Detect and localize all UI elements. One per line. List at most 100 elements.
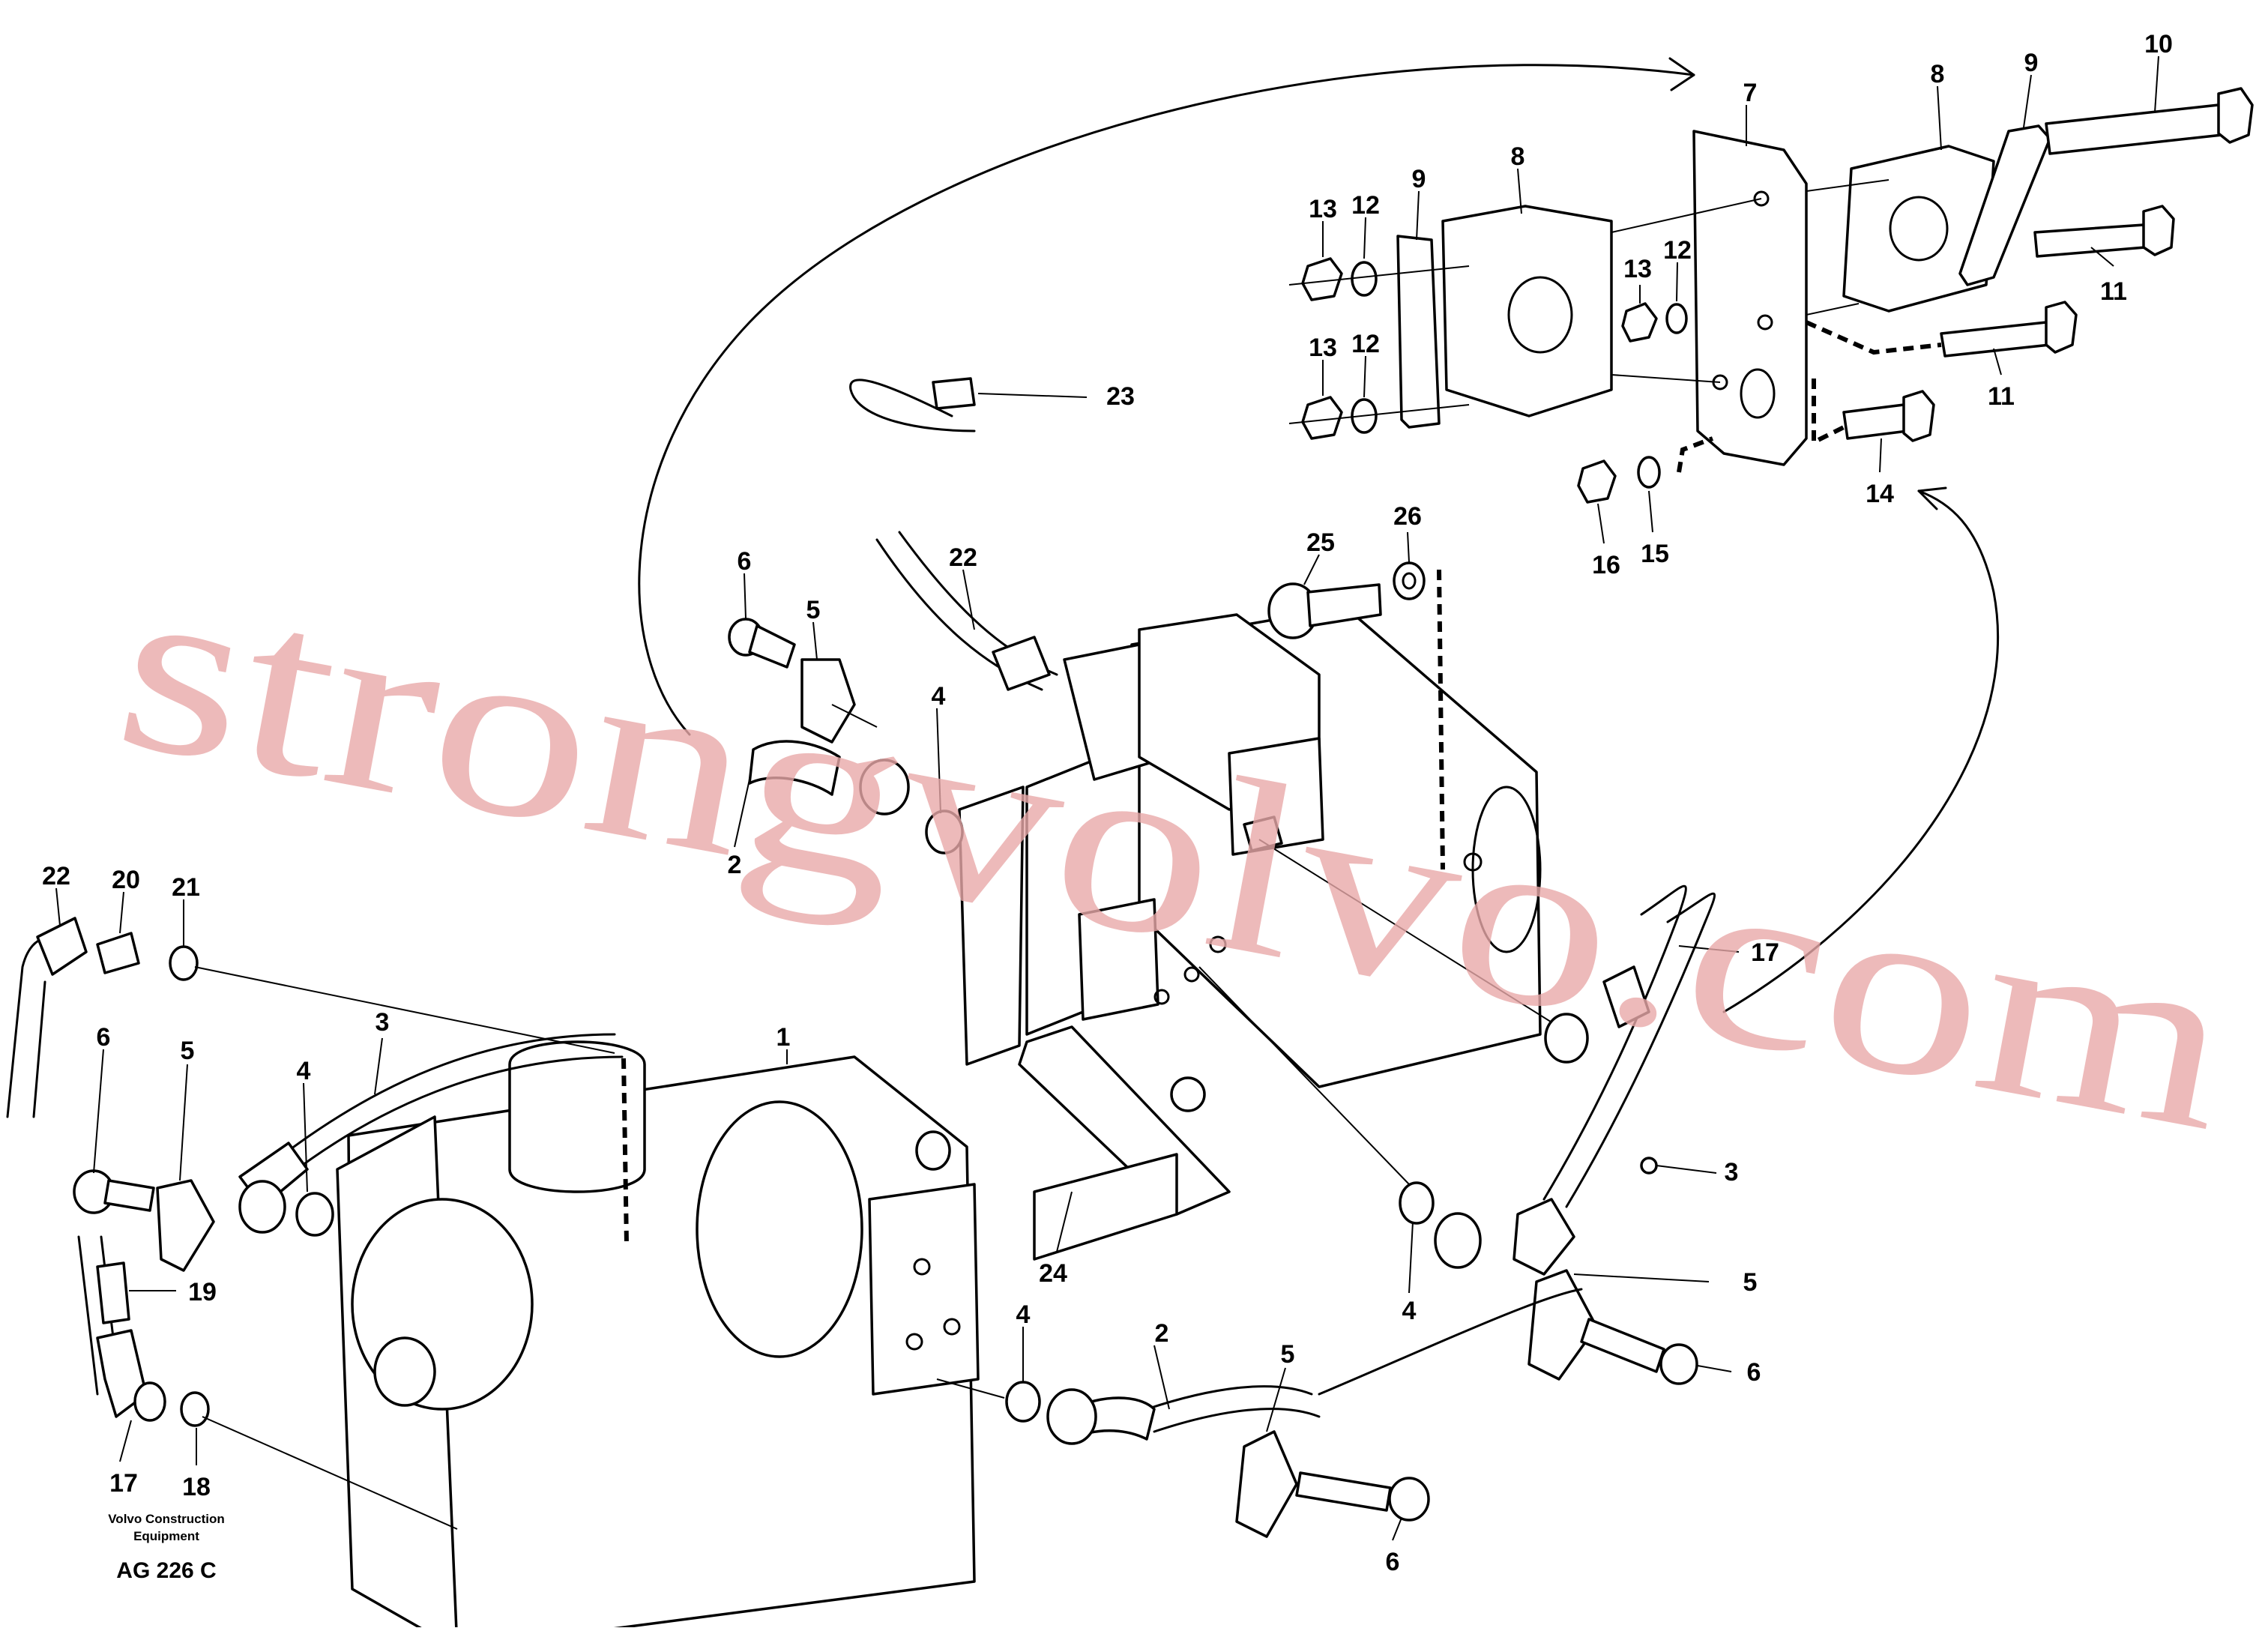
flange-fitting [238, 1180, 286, 1234]
tie-strap [849, 379, 976, 432]
label-part-1: 1 [776, 1023, 791, 1052]
bracket-assembly [1288, 87, 2254, 504]
label-part-9: 9 [1412, 165, 1426, 193]
flange-half [156, 1179, 215, 1272]
label-part-12: 12 [1351, 191, 1380, 220]
label-part-5: 5 [181, 1037, 195, 1065]
label-part-12: 12 [1351, 330, 1380, 358]
leader-lines [55, 55, 2159, 1541]
clamp-bore [1889, 196, 1949, 262]
leader-p6b [93, 1049, 104, 1174]
label-part-15: 15 [1641, 540, 1669, 568]
hose-ferrule [992, 636, 1051, 691]
washer [1351, 261, 1378, 297]
hose-ferrule [1602, 965, 1650, 1028]
bolt-shank [1306, 583, 1382, 627]
flange-fitting [1434, 1212, 1482, 1269]
bolt-shank [1295, 1471, 1392, 1512]
clamp-bore [1507, 276, 1573, 354]
label-part-13: 13 [1309, 334, 1337, 362]
valve-plug [1243, 816, 1283, 852]
guide-line [1806, 179, 1890, 192]
label-part-16: 16 [1592, 551, 1620, 579]
bolt-hole [913, 1258, 931, 1276]
flange-half [1527, 1269, 1598, 1381]
bolt-hole [1209, 935, 1227, 953]
label-part-26: 26 [1393, 502, 1422, 531]
label-part-6: 6 [738, 547, 752, 576]
bolt-long [2045, 103, 2224, 155]
label-part-8: 8 [1931, 60, 1945, 88]
nut [1621, 302, 1658, 343]
leader-p2b [1153, 1345, 1170, 1410]
flange-half [1235, 1430, 1298, 1538]
leader-p17a [1678, 945, 1740, 953]
label-part-25: 25 [1306, 528, 1335, 557]
hose-ferrule [96, 1261, 130, 1324]
label-part-9: 9 [2024, 49, 2039, 77]
label-part-13: 13 [1309, 195, 1337, 223]
hose-arc-upper-left [638, 64, 1695, 736]
o-ring [1399, 1181, 1435, 1225]
label-part-6: 6 [1386, 1548, 1400, 1576]
guide-line [1611, 374, 1721, 383]
leader-p11a [2090, 247, 2114, 267]
valve-manifold [1078, 898, 1159, 1021]
bolt-short [1842, 403, 1909, 440]
pump-plug [915, 1130, 951, 1171]
dashed-guide [621, 1058, 629, 1245]
label-part-20: 20 [112, 866, 140, 894]
leader-p4d [1408, 1221, 1414, 1294]
plate-hole [1757, 314, 1773, 331]
hose-2-ferrule [748, 740, 841, 796]
label-part-8: 8 [1511, 142, 1525, 171]
credit-line-1: Volvo Construction [108, 1512, 225, 1526]
label-part-2: 2 [1155, 1319, 1169, 1348]
adapter-fitting [96, 932, 140, 974]
hose-3-lower-line [257, 1055, 624, 1201]
bolt-head [2217, 87, 2254, 144]
bolt-washer-set [1267, 561, 1426, 639]
hoses-right [936, 884, 1716, 1538]
washer [1665, 303, 1688, 334]
leader-p25 [1303, 554, 1320, 585]
label-part-5: 5 [806, 596, 821, 624]
bracket-plate [1692, 130, 1808, 466]
label-part-4: 4 [1402, 1297, 1417, 1325]
flange-fitting [1046, 1388, 1097, 1445]
label-part-13: 13 [1623, 255, 1652, 283]
guide-line [831, 704, 878, 728]
flange-fitting [1544, 1013, 1589, 1064]
elbow-fitting [36, 917, 88, 976]
leader-p3b [1656, 1165, 1717, 1174]
bolt-hole [1463, 852, 1483, 872]
label-part-4: 4 [932, 682, 946, 711]
leader-p4a [936, 708, 941, 814]
adapter-fitting [133, 1381, 166, 1422]
leader-p3a [374, 1037, 383, 1095]
hose-3-upper-line [253, 1033, 616, 1178]
guide-line [202, 1416, 458, 1530]
label-part-6: 6 [1747, 1358, 1761, 1387]
flange-fitting [859, 759, 910, 816]
guide-line [1806, 303, 1860, 316]
clamp-plate-right [1958, 124, 2051, 286]
label-part-21: 21 [172, 873, 200, 902]
leader-p9a [1416, 190, 1420, 241]
label-part-2: 2 [728, 851, 742, 879]
bolt-head [2142, 205, 2175, 256]
nut [1301, 396, 1343, 440]
bolt-shank [748, 624, 796, 669]
leader-p5b [179, 1064, 188, 1181]
leader-p12b [1363, 355, 1366, 398]
valve-unit [958, 569, 1560, 1261]
guide-line [1288, 404, 1470, 424]
hose-2-lower [1153, 1408, 1321, 1433]
pump-end-cover [696, 1100, 863, 1358]
hose-17 [1542, 884, 1687, 1201]
hoses-left [6, 917, 624, 1530]
hose-2-lower [1145, 1385, 1313, 1411]
guide-line [1258, 839, 1560, 1028]
bolt-shank [1580, 1318, 1665, 1373]
